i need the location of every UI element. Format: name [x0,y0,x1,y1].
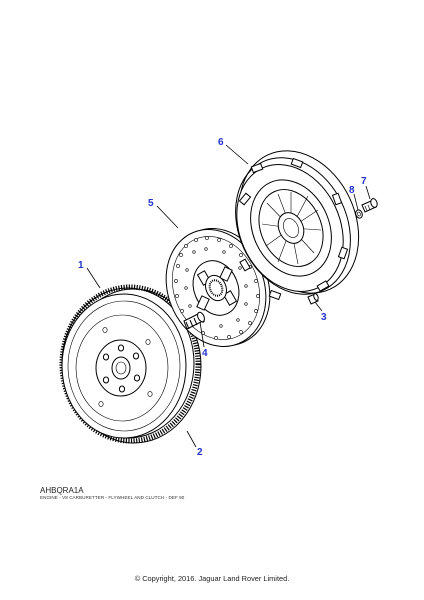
callout-4: 4 [202,348,208,359]
callout-1: 1 [78,260,84,271]
flywheel [59,284,202,444]
leader-lines [86,144,371,448]
clutch-cover [235,150,360,301]
callout-3: 3 [321,312,327,323]
callout-8: 8 [349,185,355,196]
spigot-bush [183,311,205,330]
callout-5: 5 [148,198,154,209]
callout-7: 7 [361,176,367,187]
diagram-code: AHBQRA1A [40,486,84,495]
diagram-caption: ENGINE - V8 CARBURETTER - FLYWHEEL AND C… [40,495,185,500]
spring-washer [355,209,363,219]
callout-6: 6 [218,137,224,148]
copyright-notice: © Copyright, 2016. Jaguar Land Rover Lim… [134,574,290,583]
callout-2: 2 [197,447,203,458]
cover-bolt [361,198,378,213]
dowel [307,293,319,305]
